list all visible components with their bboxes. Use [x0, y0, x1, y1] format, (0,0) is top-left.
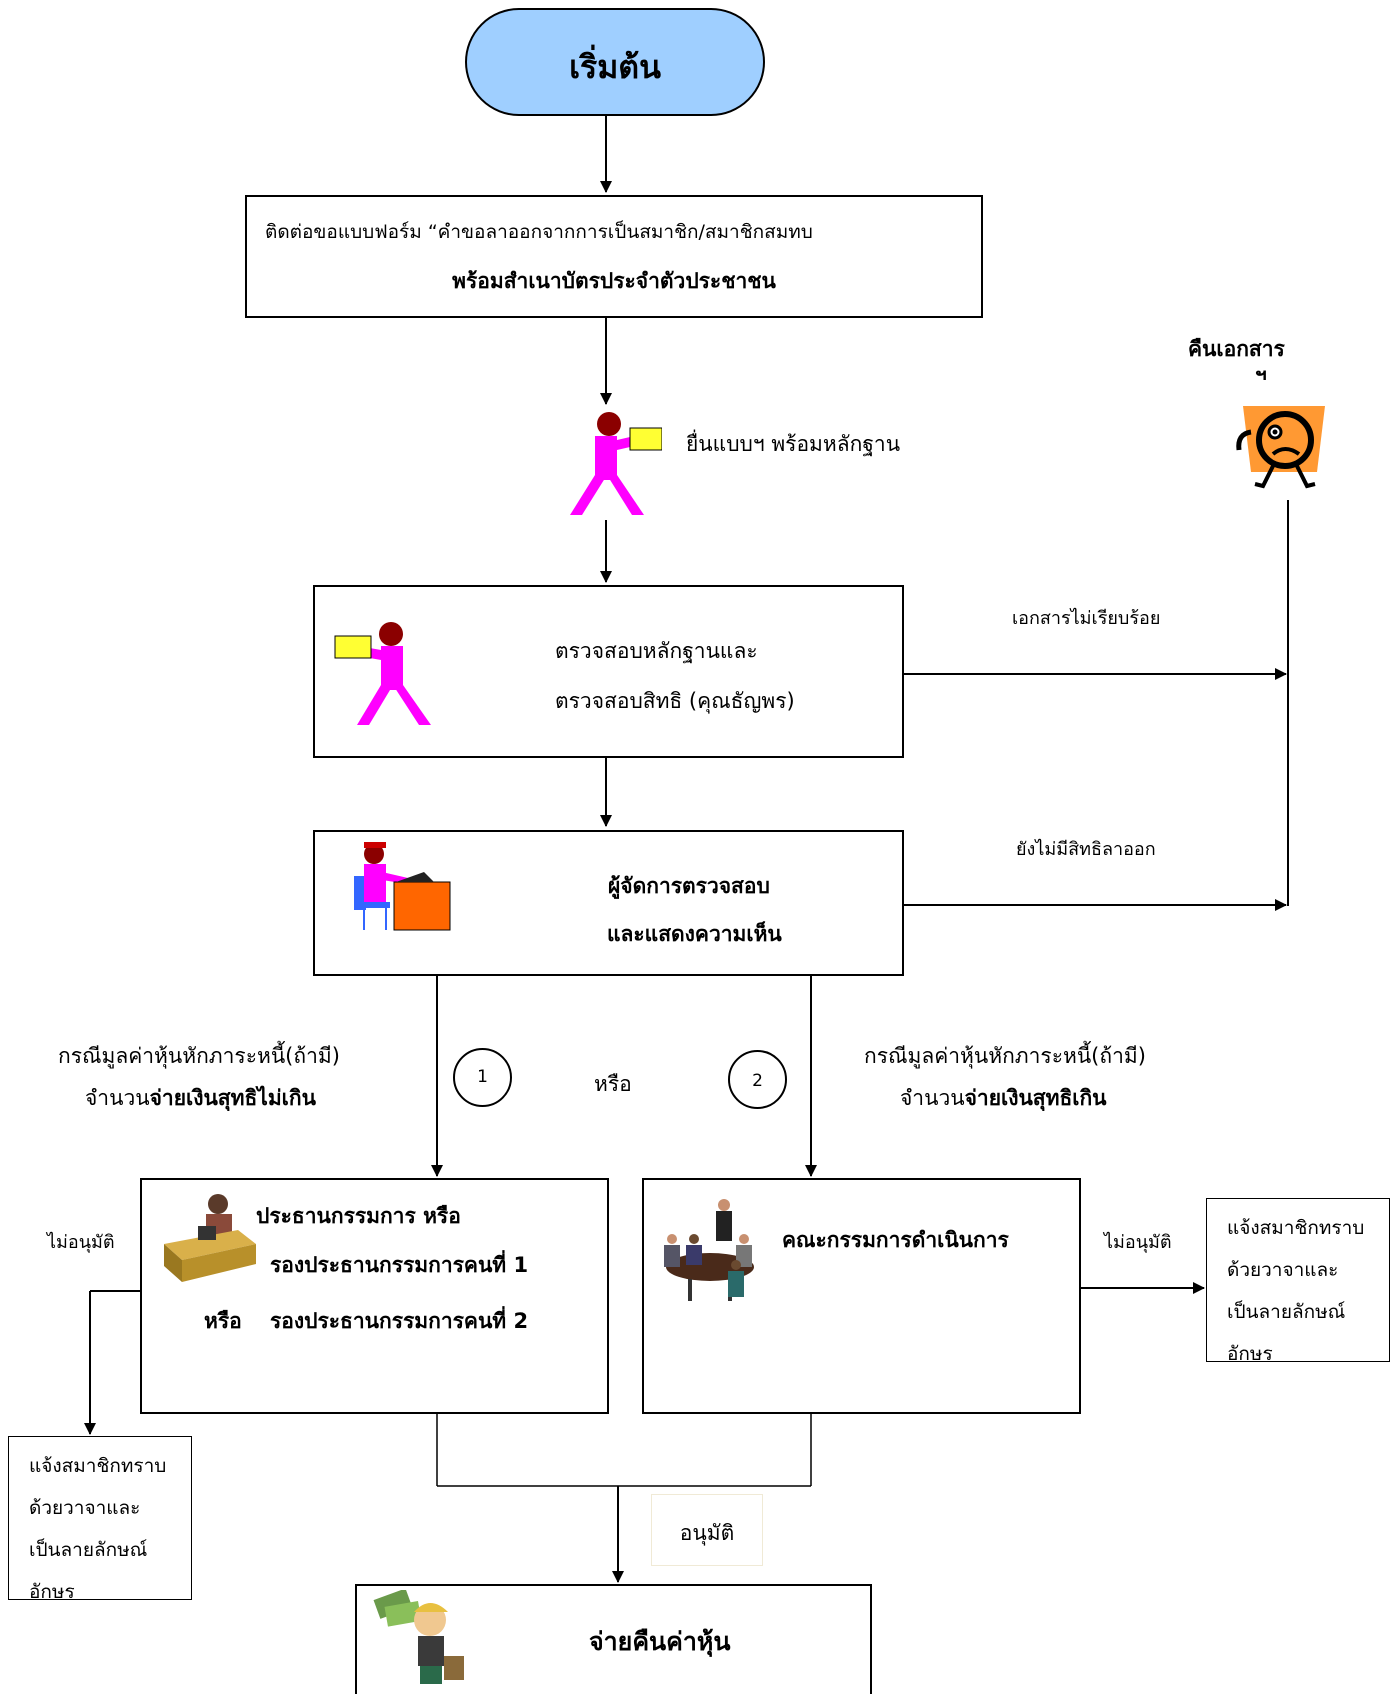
checker-person-icon: [334, 622, 431, 725]
notify-left-box: แจ้งสมาชิกทราบ ด้วยวาจาและ เป็นลายลักษณ์…: [8, 1436, 192, 1600]
case-right-line2: จำนวนจ่ายเงินสุทธิเกิน: [900, 1082, 1107, 1115]
approved-label: อนุมัติ: [679, 1521, 735, 1545]
chairman-line2: รองประธานกรรมการคนที่ 1: [270, 1253, 529, 1277]
request-form-line1: ติดต่อขอแบบฟอร์ม “คำขอลาออกจากการเป็นสมา…: [265, 221, 813, 243]
notify-right-box: แจ้งสมาชิกทราบ ด้วยวาจาและ เป็นลายลักษณ์…: [1206, 1198, 1390, 1362]
not-approved-right: ไม่อนุมัติ: [1104, 1232, 1172, 1253]
manager-review-line1: ผู้จัดการตรวจสอบ: [608, 874, 770, 898]
committee-line1: คณะกรรมการดำเนินการ: [782, 1228, 1009, 1252]
case-left-line1: กรณีมูลค่าหุ้นหักภาระหนี้(ถ้ามี): [58, 1044, 340, 1068]
request-form-box: ติดต่อขอแบบฟอร์ม “คำขอลาออกจากการเป็นสมา…: [245, 195, 983, 318]
notify-left-line4: อักษร: [29, 1581, 75, 1600]
verify-evidence-box: ตรวจสอบหลักฐานและ ตรวจสอบสิทธิ (คุณธัญพร…: [313, 585, 904, 758]
case-right-line1: กรณีมูลค่าหุ้นหักภาระหนี้(ถ้ามี): [864, 1044, 1146, 1068]
case-left-prefix: จำนวน: [85, 1086, 150, 1110]
circle-option-2: 2: [728, 1050, 787, 1109]
verify-evidence-line2: ตรวจสอบสิทธิ (คุณธัญพร): [555, 689, 795, 713]
case-right-bold: จ่ายเงินสุทธิเกิน: [964, 1086, 1107, 1110]
money-character-icon: [373, 1590, 464, 1684]
start-terminal: เริ่มต้น: [465, 8, 765, 116]
manager-review-line2: และแสดงความเห็น: [607, 922, 782, 946]
docs-incomplete-label: เอกสารไม่เรียบร้อย: [1012, 608, 1161, 629]
approved-label-box: อนุมัติ: [651, 1494, 763, 1566]
no-right-label: ยังไม่มีสิทธิลาออก: [1016, 839, 1156, 860]
request-form-line2: พร้อมสำเนาบัตรประจำตัวประชาชน: [452, 269, 776, 293]
chairman-line1: ประธานกรรมการ หรือ: [256, 1204, 461, 1228]
notify-right-line1: แจ้งสมาชิกทราบ: [1227, 1217, 1365, 1239]
return-docs-cut: ฯ: [1255, 366, 1275, 380]
manager-desk-icon: [354, 842, 451, 931]
submit-person-icon: [570, 412, 662, 515]
return-docs-label: คืนเอกสาร: [1188, 337, 1285, 361]
notify-right-line2: ด้วยวาจาและ: [1227, 1259, 1339, 1281]
or-label: หรือ: [594, 1072, 632, 1096]
submit-label: ยื่นแบบฯ พร้อมหลักฐาน: [686, 432, 901, 456]
circle-option-1-label: 1: [477, 1067, 488, 1087]
notify-right-line4: อักษร: [1227, 1343, 1273, 1362]
notify-left-line2: ด้วยวาจาและ: [29, 1497, 141, 1519]
notify-left-line3: เป็นลายลักษณ์: [29, 1539, 148, 1561]
not-approved-left: ไม่อนุมัติ: [47, 1232, 115, 1253]
chairman-line3-prefix: หรือ: [204, 1309, 242, 1333]
committee-box: คณะกรรมการดำเนินการ: [642, 1178, 1081, 1414]
notify-right-line3: เป็นลายลักษณ์: [1227, 1301, 1346, 1323]
start-label: เริ่มต้น: [569, 48, 661, 86]
committee-meeting-icon: [664, 1199, 754, 1301]
verify-evidence-line1: ตรวจสอบหลักฐานและ: [555, 639, 758, 663]
circle-option-1: 1: [453, 1048, 512, 1107]
case-left-bold: จ่ายเงินสุทธิไม่เกิน: [149, 1086, 316, 1110]
chairman-icon: [164, 1194, 256, 1282]
case-right-prefix: จำนวน: [900, 1086, 965, 1110]
pay-shares-label: จ่ายคืนค่าหุ้น: [589, 1627, 731, 1656]
case-left-line2: จำนวนจ่ายเงินสุทธิไม่เกิน: [85, 1082, 316, 1115]
chairman-line3: รองประธานกรรมการคนที่ 2: [270, 1309, 529, 1333]
notify-left-line1: แจ้งสมาชิกทราบ: [29, 1455, 167, 1477]
circle-option-2-label: 2: [752, 1071, 763, 1091]
return-docs-line2: ฯ: [1255, 366, 1267, 380]
sad-face-icon: [1236, 406, 1325, 489]
